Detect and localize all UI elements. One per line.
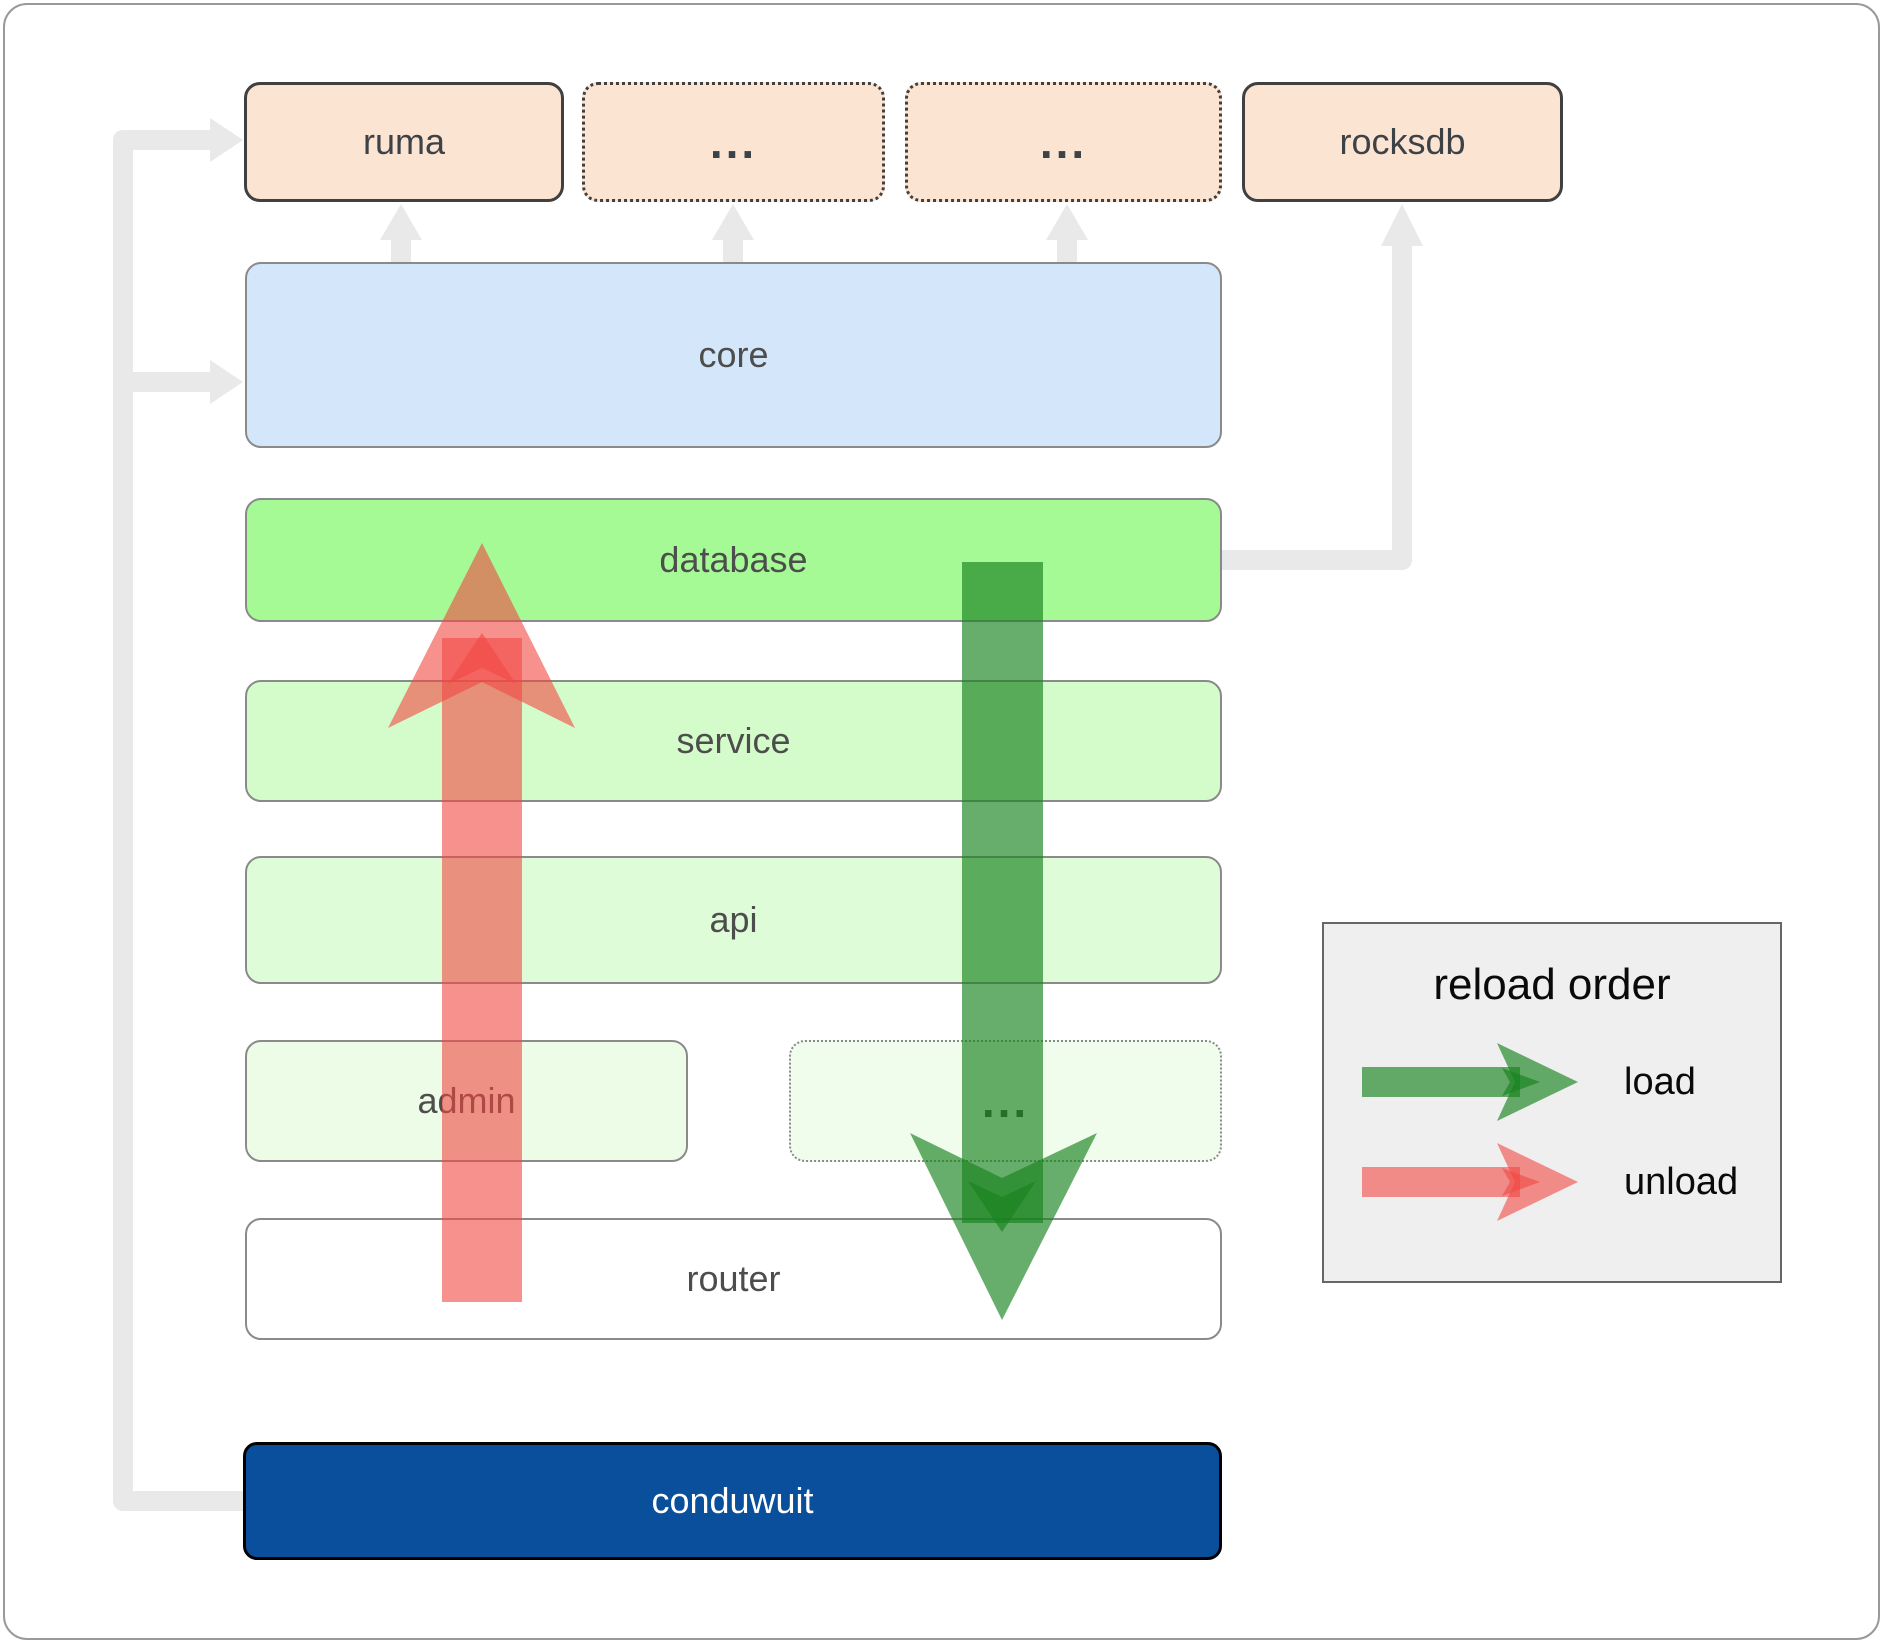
legend-load-label: load (1624, 1061, 1696, 1103)
node-admin-label: admin (417, 1080, 516, 1121)
node-api: api (245, 856, 1222, 984)
node-conduwuit-label: conduwuit (651, 1480, 814, 1521)
node-ellipsis-top-1-label: ... (709, 116, 758, 168)
legend-title: reload order (1433, 960, 1671, 1009)
node-ellipsis-top-2: ... (905, 82, 1222, 202)
diagram-border (3, 3, 1880, 1640)
node-ellipsis-admin-row-label: ... (981, 1075, 1030, 1127)
node-api-label: api (709, 899, 758, 940)
node-router-label: router (686, 1258, 781, 1299)
node-service: service (245, 680, 1222, 802)
node-core-label: core (698, 334, 769, 375)
node-service-label: service (676, 720, 791, 761)
legend-unload-label: unload (1624, 1161, 1739, 1203)
node-rocksdb-label: rocksdb (1339, 121, 1466, 162)
node-ruma: ruma (244, 82, 564, 202)
node-ruma-label: ruma (362, 121, 446, 162)
node-ellipsis-admin-row: ... (789, 1040, 1222, 1162)
node-database: database (245, 498, 1222, 622)
node-core: core (245, 262, 1222, 448)
node-rocksdb: rocksdb (1242, 82, 1563, 202)
node-router: router (245, 1218, 1222, 1340)
node-ellipsis-top-2-label: ... (1039, 116, 1088, 168)
node-ellipsis-top-1: ... (582, 82, 885, 202)
node-conduwuit: conduwuit (243, 1442, 1222, 1560)
node-database-label: database (659, 539, 808, 580)
node-admin: admin (245, 1040, 688, 1162)
